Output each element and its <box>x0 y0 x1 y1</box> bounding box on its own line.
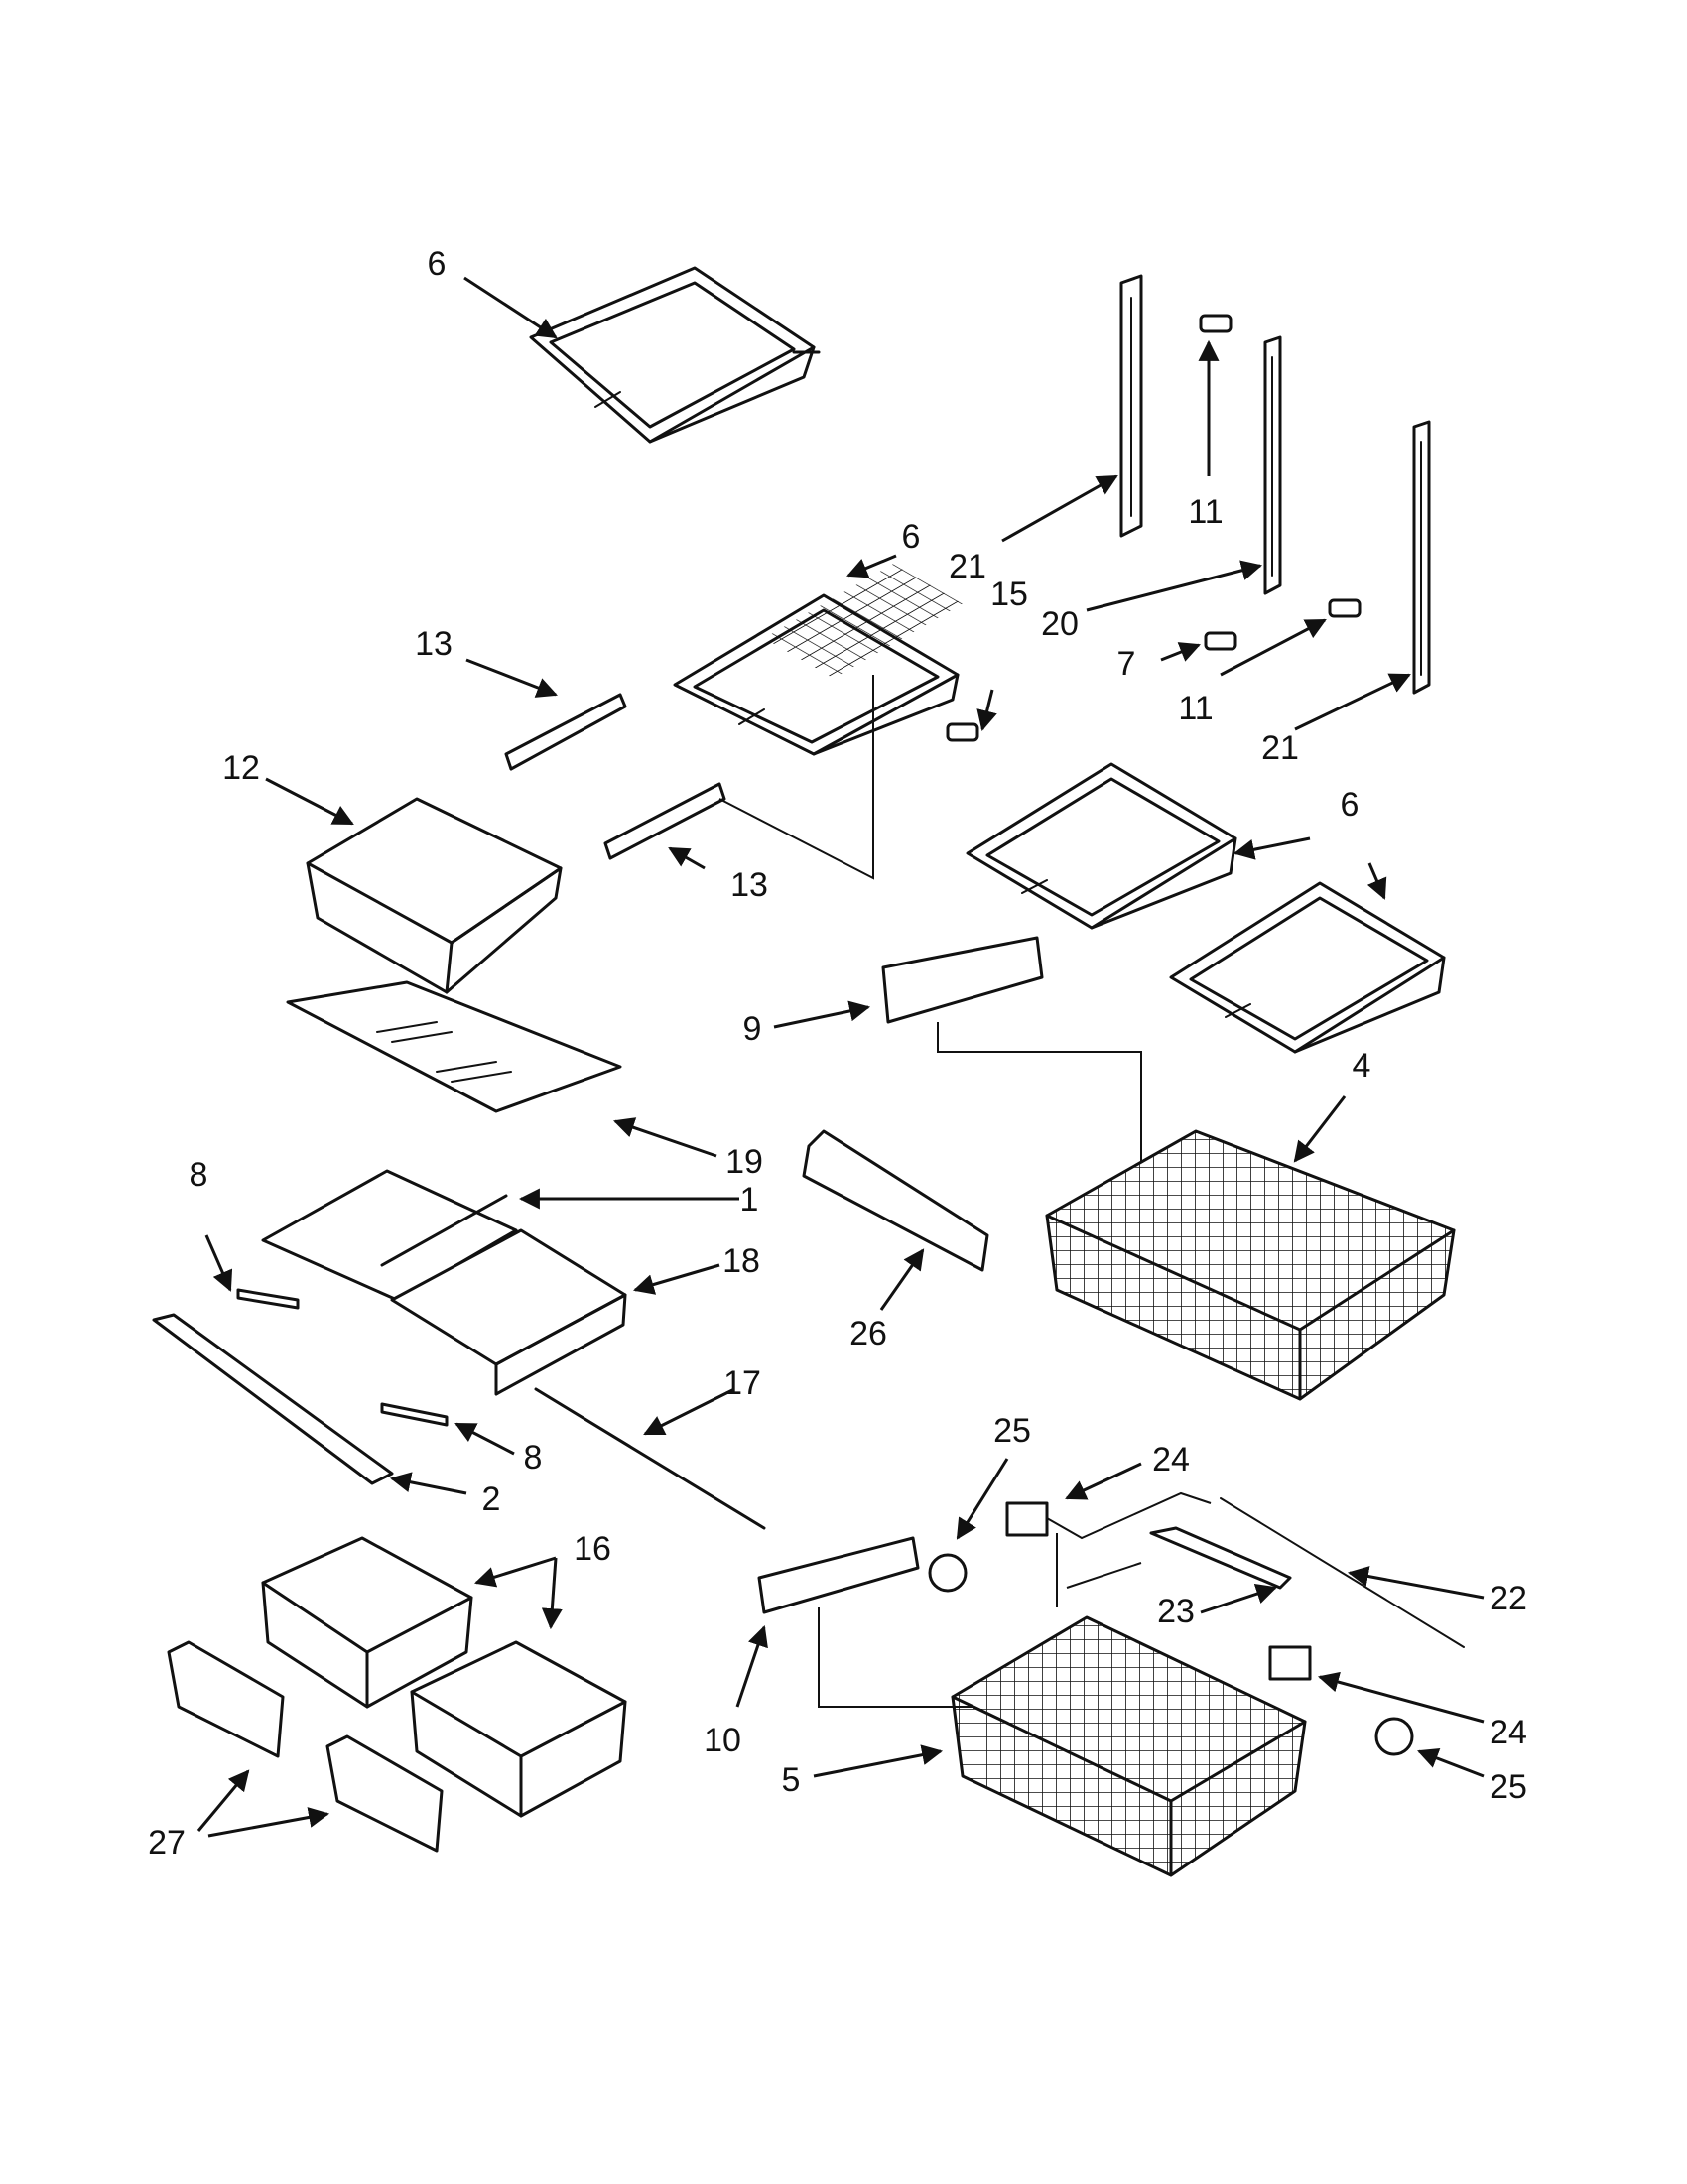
wire-basket-upper <box>1045 1129 1456 1401</box>
wire-basket-lower <box>951 1615 1307 1877</box>
callout-5: 5 <box>782 1761 801 1799</box>
crisper-bin-right <box>410 1640 627 1818</box>
bracket-23 <box>1149 1526 1292 1590</box>
crisper-divider-8-upper <box>236 1288 300 1310</box>
callout-9: 9 <box>743 1010 762 1048</box>
callout-8-b: 8 <box>524 1439 543 1477</box>
crisper-frame <box>261 1169 627 1396</box>
callout-15: 15 <box>990 576 1028 613</box>
callout-11-b: 11 <box>1178 690 1213 727</box>
crisper-bin-left <box>261 1536 473 1709</box>
callout-21-a: 21 <box>949 548 986 585</box>
callout-1: 1 <box>740 1181 759 1219</box>
callout-18: 18 <box>722 1242 760 1280</box>
crisper-divider-8-lower <box>380 1402 449 1427</box>
divider-26 <box>802 1129 989 1272</box>
callout-26: 26 <box>849 1315 887 1352</box>
drawer-slide-upper <box>504 693 627 771</box>
callout-13-a: 13 <box>415 625 453 663</box>
rail-center <box>1263 335 1282 595</box>
bin-handle-right <box>325 1734 444 1853</box>
rod-17 <box>534 1387 766 1530</box>
shelf-top <box>529 266 821 444</box>
leader-lines <box>196 276 1485 1838</box>
callout-11-a: 11 <box>1188 493 1223 531</box>
meat-drawer <box>306 564 963 994</box>
screw-15 <box>946 722 979 742</box>
gear-25-upper <box>928 1553 968 1593</box>
callout-labels: 6 6 6 6 21 11 15 20 7 11 21 13 12 13 9 4… <box>148 245 1527 1862</box>
rail-right <box>1412 420 1431 695</box>
callout-2: 2 <box>482 1480 501 1518</box>
callout-6-c: 6 <box>1341 786 1360 824</box>
callout-6-a: 6 <box>428 245 447 283</box>
callout-4: 4 <box>1353 1047 1371 1085</box>
drawer-slide-lower <box>603 782 726 860</box>
bracket-24-lower <box>1268 1645 1312 1681</box>
shelf-right-upper <box>966 762 1237 930</box>
rail-left <box>1119 274 1143 538</box>
rod-22 <box>1220 1497 1465 1648</box>
callout-6-b: 6 <box>902 518 921 556</box>
screw-11-top <box>1199 314 1233 333</box>
callout-25-b: 25 <box>1490 1768 1527 1806</box>
callout-24-b: 24 <box>1490 1714 1527 1751</box>
glass-shelf <box>286 980 622 1113</box>
callout-20: 20 <box>1041 605 1079 643</box>
gear-25-lower <box>1374 1717 1414 1756</box>
bracket-24-upper <box>1005 1501 1049 1537</box>
divider-9 <box>881 936 1044 1024</box>
callout-22: 22 <box>1490 1580 1527 1617</box>
callout-10: 10 <box>704 1722 741 1759</box>
callout-23: 23 <box>1157 1593 1195 1630</box>
divider-10 <box>757 1536 920 1614</box>
callout-25-a: 25 <box>993 1412 1031 1450</box>
callout-21-b: 21 <box>1261 729 1299 767</box>
callout-16: 16 <box>574 1530 611 1568</box>
callout-19: 19 <box>725 1143 763 1181</box>
shelf-right-lower <box>1169 881 1446 1054</box>
callout-8-a: 8 <box>190 1156 208 1194</box>
callout-27: 27 <box>148 1824 186 1862</box>
callout-12: 12 <box>222 749 260 787</box>
callout-7: 7 <box>1117 645 1136 683</box>
crisper-cover-2 <box>152 1313 394 1485</box>
bin-handle-left <box>167 1640 285 1758</box>
callout-17: 17 <box>723 1364 761 1402</box>
screw-11-lower <box>1328 598 1362 618</box>
callout-24-a: 24 <box>1152 1441 1190 1478</box>
screw-7 <box>1204 631 1237 651</box>
callout-13-b: 13 <box>730 866 768 904</box>
